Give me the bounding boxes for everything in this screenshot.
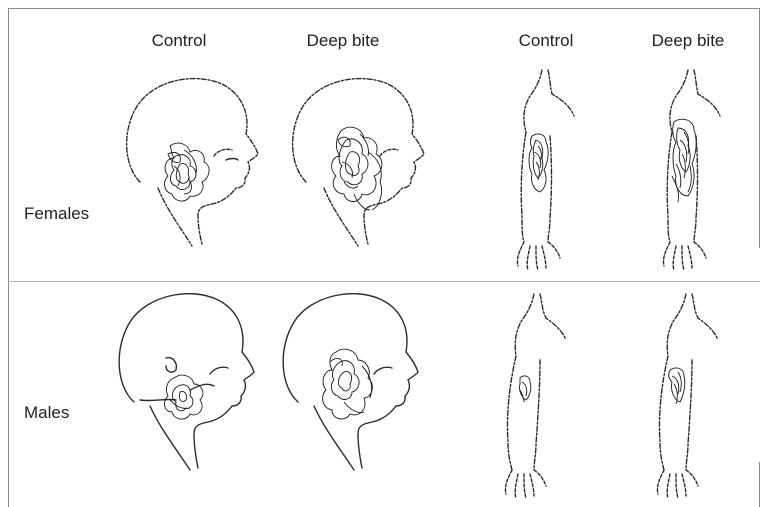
- frame-left-border: [8, 8, 9, 507]
- column-header-arm-deep-bite: Deep bite: [623, 31, 753, 51]
- pain-area-scribble: [669, 368, 685, 404]
- column-header-arm-control: Control: [481, 31, 611, 51]
- frame-right-stub: [759, 462, 760, 507]
- female-control-head-drawing: [118, 70, 268, 250]
- female-deep-bite-arm-drawing: [646, 66, 736, 276]
- column-header-head-deep-bite: Deep bite: [278, 31, 408, 51]
- female-deep-bite-head-drawing: [284, 70, 434, 250]
- male-control-head-drawing: [110, 282, 260, 472]
- pain-area-scribble: [323, 349, 373, 419]
- pain-area-scribble: [529, 134, 548, 192]
- male-deep-bite-head-drawing: [274, 282, 424, 472]
- female-control-arm-drawing: [500, 66, 590, 276]
- pain-area-scribble: [672, 119, 696, 202]
- row-label-males: Males: [24, 403, 69, 423]
- pain-area-scribble: [165, 375, 203, 419]
- pain-area-scribble: [332, 127, 382, 210]
- column-header-head-control: Control: [114, 31, 244, 51]
- frame-top-border: [8, 8, 760, 9]
- male-control-arm-drawing: [490, 290, 580, 504]
- pain-area-scribble: [519, 376, 530, 402]
- pain-area-scribble: [165, 143, 210, 201]
- frame-right-border: [759, 8, 760, 248]
- male-deep-bite-arm-drawing: [642, 290, 732, 504]
- row-label-females: Females: [24, 204, 89, 224]
